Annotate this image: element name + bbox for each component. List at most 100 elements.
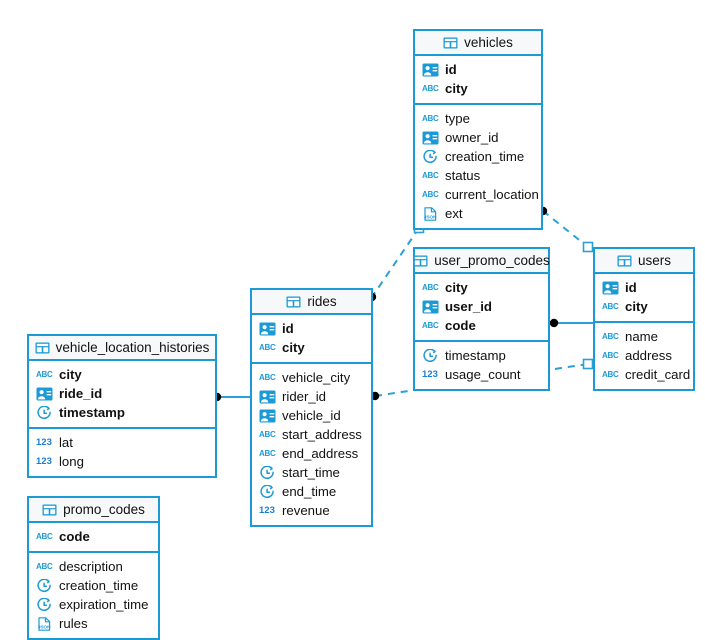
column-name: name	[625, 329, 658, 344]
table-header[interactable]: vehicle_location_histories	[29, 336, 215, 361]
column-name: code	[445, 318, 476, 333]
column-row[interactable]: ride_id	[29, 384, 215, 403]
connector-rel-vehicles-users[interactable]	[538, 206, 594, 253]
table-grid-icon	[413, 255, 428, 267]
abc-text-icon: ABC	[259, 429, 276, 439]
table-header[interactable]: vehicles	[415, 31, 541, 56]
column-name: id	[625, 280, 637, 295]
id-card-icon	[259, 322, 276, 336]
column-name: city	[282, 340, 305, 355]
clock-icon	[36, 597, 53, 612]
abc-text-icon: ABC	[36, 369, 53, 379]
abc-text-icon: ABC	[602, 350, 619, 360]
clock-icon	[259, 484, 276, 499]
column-row[interactable]: ABC start_address	[252, 425, 371, 444]
table-name: promo_codes	[63, 502, 145, 517]
clock-icon	[259, 465, 276, 480]
abc-text-icon: ABC	[259, 342, 276, 352]
table-name: rides	[307, 294, 337, 309]
column-row[interactable]: rider_id	[252, 387, 371, 406]
column-name: revenue	[282, 503, 330, 518]
connector-rel-upc-users[interactable]	[549, 318, 593, 328]
column-name: id	[445, 62, 457, 77]
column-row[interactable]: 123 revenue	[252, 501, 371, 520]
column-name: user_id	[445, 299, 492, 314]
id-card-icon	[602, 281, 619, 295]
table-header[interactable]: users	[595, 249, 693, 274]
column-name: city	[445, 81, 468, 96]
column-row[interactable]: id	[415, 60, 541, 79]
table-header[interactable]: user_promo_codes	[413, 249, 550, 274]
column-row[interactable]: end_time	[252, 482, 371, 501]
svg-text:JSON: JSON	[38, 624, 51, 629]
column-row[interactable]: vehicle_id	[252, 406, 371, 425]
column-name: timestamp	[445, 348, 506, 363]
column-name: creation_time	[59, 578, 139, 593]
column-row[interactable]: ABC city	[29, 365, 215, 384]
clock-icon	[36, 405, 53, 420]
abc-text-icon: ABC	[602, 301, 619, 311]
column-name: rider_id	[282, 389, 326, 404]
table-header[interactable]: rides	[252, 290, 371, 315]
column-row[interactable]: start_time	[252, 463, 371, 482]
column-name: ext	[445, 206, 463, 221]
column-row[interactable]: id	[252, 319, 371, 338]
json-document-icon: JSON	[422, 206, 439, 221]
abc-text-icon: ABC	[36, 561, 53, 571]
column-row[interactable]: owner_id	[415, 128, 541, 147]
column-row[interactable]: id	[595, 278, 693, 297]
id-card-icon	[36, 387, 53, 401]
column-row[interactable]: timestamp	[29, 403, 215, 422]
column-name: type	[445, 111, 470, 126]
table-header[interactable]: promo_codes	[29, 498, 158, 523]
endpoint-filled-dot	[549, 318, 559, 328]
column-row[interactable]: ABC city	[252, 338, 371, 357]
abc-text-icon: ABC	[259, 372, 276, 382]
column-name: owner_id	[445, 130, 499, 145]
column-row[interactable]: expiration_time	[29, 595, 158, 614]
abc-text-icon: ABC	[36, 531, 53, 541]
column-row[interactable]: JSON ext	[415, 204, 541, 223]
column-row[interactable]: JSON rules	[29, 614, 158, 633]
column-name: start_address	[282, 427, 362, 442]
column-name: city	[445, 280, 468, 295]
column-row[interactable]: timestamp	[415, 346, 548, 365]
column-name: rules	[59, 616, 88, 631]
table-name: vehicles	[464, 35, 513, 50]
connector-line	[371, 227, 420, 298]
column-row[interactable]: user_id	[415, 297, 548, 316]
clock-icon	[422, 348, 439, 363]
column-row[interactable]: creation_time	[415, 147, 541, 166]
column-row[interactable]: creation_time	[29, 576, 158, 595]
connector-rel-vlh-rides[interactable]	[212, 392, 250, 402]
column-name: city	[59, 367, 82, 382]
123-number-icon: 123	[259, 504, 275, 516]
